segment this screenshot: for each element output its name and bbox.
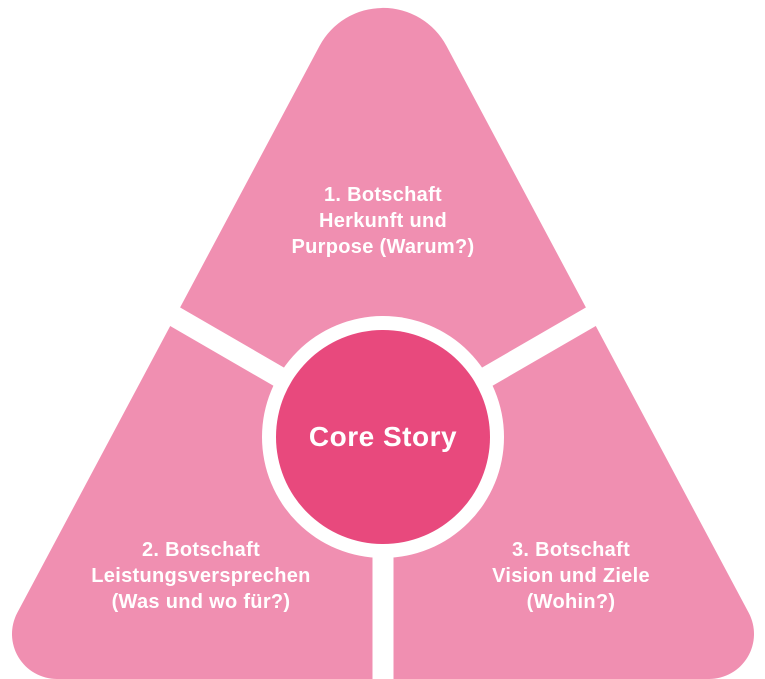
section-top-line-3: Purpose (Warum?) bbox=[291, 236, 475, 258]
section-bottom-right-line-3: (Wohin?) bbox=[526, 591, 616, 613]
section-label-bottom-right: 3. Botschaft Vision und Ziele (Wohin?) bbox=[492, 537, 650, 615]
center-circle bbox=[276, 330, 490, 544]
section-bottom-left-line-3: (Was und wo für?) bbox=[111, 591, 291, 613]
core-story-label: Core Story bbox=[308, 421, 458, 452]
section-bottom-right-line-1: 3. Botschaft bbox=[511, 539, 631, 561]
section-bottom-left-line-2: Leistungsversprechen bbox=[91, 565, 311, 587]
section-bottom-left-line-1: 2. Botschaft bbox=[141, 539, 261, 561]
section-bottom-right-line-2: Vision und Ziele bbox=[492, 565, 650, 587]
section-label-top: 1. Botschaft Herkunft und Purpose (Warum… bbox=[292, 182, 475, 260]
section-top-line-1: 1. Botschaft bbox=[323, 184, 443, 206]
section-label-bottom-left: 2. Botschaft Leistungsversprechen (Was u… bbox=[91, 537, 310, 615]
section-top-line-2: Herkunft und bbox=[318, 210, 448, 232]
